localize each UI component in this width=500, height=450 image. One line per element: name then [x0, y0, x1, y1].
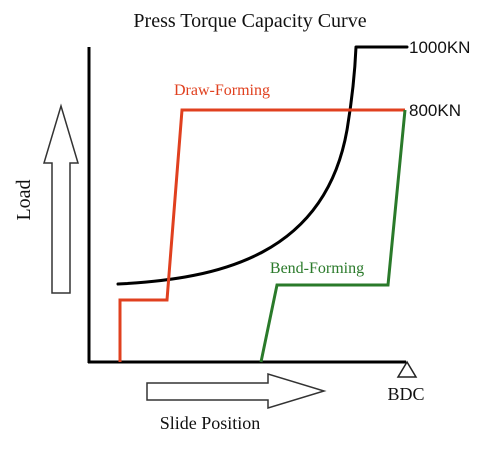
draw-forming-curve [118, 108, 405, 362]
y-axis-label: Load [13, 179, 35, 220]
draw-forming-label: Draw-Forming [174, 82, 270, 99]
label-1000kn: 1000KN [409, 38, 470, 57]
slide-arrow-icon [146, 372, 327, 410]
x-axis-label: Slide Position [160, 413, 261, 433]
bend-forming-curve [259, 109, 407, 363]
label-800kn: 800KN [409, 101, 461, 120]
bdc-label: BDC [387, 384, 424, 404]
diagram-title: Press Torque Capacity Curve [133, 10, 366, 32]
torque-capacity-curve [116, 45, 409, 286]
bend-forming-label: Bend-Forming [270, 260, 364, 277]
load-arrow-icon [42, 103, 80, 294]
bdc-marker [396, 360, 418, 378]
